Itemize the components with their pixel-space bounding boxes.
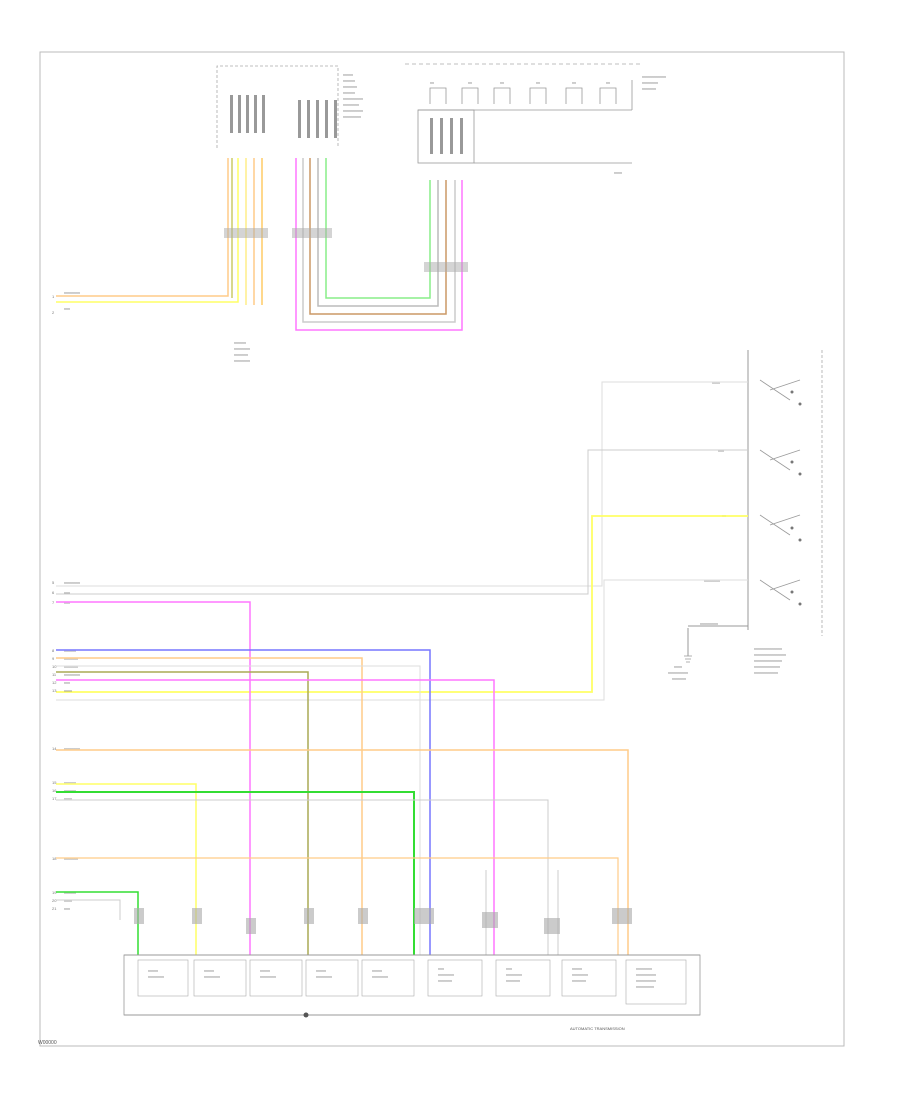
svg-text:xxxxxxxxxx: xxxxxxxxxx [343,96,363,101]
diagram-frame [39,51,845,1047]
svg-text:1: 1 [52,294,55,299]
footer-code: W00000 [38,1040,57,1046]
svg-text:xxxxxxxx: xxxxxxxx [506,972,522,977]
svg-text:xxx: xxx [64,306,70,311]
svg-text:xxxxxxxx: xxxxxxxx [636,966,652,971]
svg-text:xxxxxxxx: xxxxxxxx [64,672,80,677]
svg-text:xxxxxxx: xxxxxxx [234,352,248,357]
svg-text:xxxxx: xxxxx [343,72,353,77]
svg-text:xxxxxxxx: xxxxxxxx [64,580,80,585]
svg-text:xxxxxxxxx: xxxxxxxxx [636,984,654,989]
svg-text:xxxxx: xxxxx [260,968,270,973]
svg-text:xx: xx [572,80,576,85]
svg-text:6: 6 [52,590,55,595]
svg-text:xxxxxxxx: xxxxxxxx [438,972,454,977]
svg-text:xxxx: xxxx [64,796,72,801]
svg-text:xxxxxxxx: xxxxxxxx [234,358,250,363]
svg-text:xxxxxxxx: xxxxxxxx [372,974,388,979]
module-label: AUTOMATIC TRANSMISSION [570,1026,625,1031]
svg-text:xxxxxxxxxxxxx: xxxxxxxxxxxxx [754,664,780,669]
svg-text:xxxxxxx: xxxxxxx [438,978,452,983]
svg-text:xxxxxxx: xxxxxxx [642,86,656,91]
svg-text:xxxxxxxx: xxxxxxxx [64,746,80,751]
svg-text:xxxxxx: xxxxxx [343,78,355,83]
svg-text:xxxxxxxx: xxxxxxxx [234,346,250,351]
svg-text:xxx: xxx [64,906,70,911]
svg-text:xx: xx [536,80,540,85]
svg-text:xxxxx: xxxxx [572,966,582,971]
svg-text:xxxxxxx: xxxxxxx [506,978,520,983]
svg-text:xxxxxxxx: xxxxxxxx [572,972,588,977]
main-wires [56,601,629,955]
svg-text:xxxxxxxx: xxxxxxxx [204,974,220,979]
svg-text:xxxxxxxxxxxxxx: xxxxxxxxxxxxxx [754,646,782,651]
svg-text:xxxxxxxxxxxxxx: xxxxxxxxxxxxxx [754,658,782,663]
svg-text:13: 13 [52,688,57,693]
svg-text:xxxxxx: xxxxxx [343,90,355,95]
svg-text:xxxxx: xxxxx [316,968,326,973]
svg-text:10: 10 [52,664,57,669]
svg-text:2: 2 [52,310,55,315]
right-wires [56,381,748,701]
svg-text:xxxxx: xxxxx [372,968,382,973]
svg-text:xxxxxxxx: xxxxxxxx [148,974,164,979]
svg-text:xxxxxxxx: xxxxxxxx [64,290,80,295]
automatic-transmission-module: xxxxxxxxxxxxx xxxxxxxxxxxxx xxxxxxxxxxxx… [123,954,701,1031]
svg-text:11: 11 [52,672,57,677]
svg-text:xx: xx [430,80,434,85]
svg-text:xxxxxxx: xxxxxxx [672,676,686,681]
svg-text:xxx: xxx [64,680,70,685]
svg-text:xxxxxxxxxxxx: xxxxxxxxxxxx [642,74,666,79]
svg-text:xxxxxxxxx: xxxxxxxxx [343,114,361,119]
svg-text:21: 21 [52,906,57,911]
svg-text:xxxxxxxx: xxxxxxxx [260,974,276,979]
svg-text:xxxxxxxxxx: xxxxxxxxxx [343,108,363,113]
svg-text:xxxxxxxxxxxxxxxx: xxxxxxxxxxxxxxxx [754,652,786,657]
svg-text:xxxxxxxxxx: xxxxxxxxxx [668,670,688,675]
svg-text:xxxxxx: xxxxxx [64,780,76,785]
svg-text:xxxxx: xxxxx [204,968,214,973]
svg-text:xxxxxxx: xxxxxxx [343,84,357,89]
svg-text:xxx: xxx [64,590,70,595]
svg-text:xxxxxxxxxx: xxxxxxxxxx [636,972,656,977]
svg-text:17: 17 [52,796,57,801]
svg-text:8: 8 [52,648,55,653]
svg-text:7: 7 [52,600,55,605]
svg-text:14: 14 [52,746,57,751]
svg-text:xxxxxxxx: xxxxxxxx [316,974,332,979]
svg-text:xxxxxxxx: xxxxxxxx [343,102,359,107]
svg-text:xxx: xxx [438,966,444,971]
svg-text:xx: xx [468,80,472,85]
inline-connectors [224,228,468,272]
svg-text:xxxx: xxxx [674,664,682,669]
svg-text:xxxxxxxx: xxxxxxxx [642,80,658,85]
svg-text:xx: xx [500,80,504,85]
svg-text:xxxxxxxxx: xxxxxxxxx [700,621,718,626]
top-left-connector: xxxxx xxxxxx xxxxxxx xxxxxx xxxxxxxxxx x… [216,65,363,148]
svg-text:xxxxx: xxxxx [148,968,158,973]
svg-text:xxxxxx: xxxxxx [234,340,246,345]
svg-text:xxxx: xxxx [614,170,622,175]
svg-text:9: 9 [52,656,55,661]
svg-text:20: 20 [52,898,57,903]
svg-text:xxxxxx: xxxxxx [64,788,76,793]
svg-text:15: 15 [52,780,57,785]
svg-text:12: 12 [52,680,57,685]
bottom-connectors [134,908,632,934]
svg-text:xxxxxxx: xxxxxxx [572,978,586,983]
svg-text:18: 18 [52,856,57,861]
svg-text:5: 5 [52,580,55,585]
svg-text:xxxxxxxxxx: xxxxxxxxxx [636,978,656,983]
svg-text:xxxxxxxxxxxx: xxxxxxxxxxxx [754,670,778,675]
svg-text:xx: xx [606,80,610,85]
svg-text:19: 19 [52,890,57,895]
svg-text:xxx: xxx [506,966,512,971]
svg-text:16: 16 [52,788,57,793]
top-wires [56,158,463,331]
svg-text:xxxx: xxxx [64,688,72,693]
